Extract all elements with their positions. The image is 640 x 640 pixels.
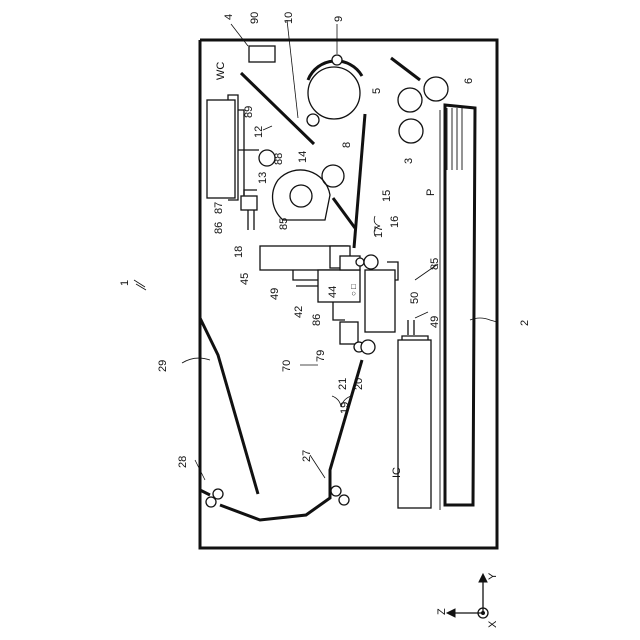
- label-50: 50: [409, 292, 421, 304]
- label-44: 44: [327, 286, 339, 298]
- roller-6: [424, 77, 448, 101]
- unit-79: [340, 322, 358, 344]
- roller-27b: [339, 495, 349, 505]
- pipe-49b: [408, 320, 414, 335]
- leader-49b: [415, 312, 428, 318]
- label-1: 1: [119, 280, 131, 286]
- label-3: 3: [403, 158, 415, 164]
- axis-x-dot: [482, 612, 485, 615]
- label-X: X: [487, 620, 499, 628]
- label-49a: 49: [269, 288, 281, 300]
- label-85b: 85: [429, 258, 441, 270]
- ink-container: [398, 340, 431, 508]
- roller-20: [361, 340, 375, 354]
- roller-3: [399, 119, 423, 143]
- pump-87: [241, 196, 257, 210]
- label-15: 15: [381, 190, 393, 202]
- leader-29: [182, 358, 210, 363]
- sensor-box-90: [249, 46, 275, 62]
- roller-28b: [213, 489, 223, 499]
- center-wall: [354, 114, 365, 248]
- label-Y: Y: [487, 572, 499, 580]
- pipe-45: [293, 270, 318, 280]
- waste-pipe-89: [238, 110, 244, 195]
- label-9: 9: [333, 16, 345, 22]
- label-90: 90: [249, 12, 261, 24]
- label-86b: 86: [311, 314, 323, 326]
- label-20: 20: [353, 378, 365, 390]
- roller-28a: [206, 497, 216, 507]
- labels: 4 90 10 9 WC 5 6 89 12 88 14 8 3 13 87 8…: [119, 12, 531, 628]
- label-IC: IC: [391, 467, 403, 478]
- pipe-42: [333, 302, 345, 320]
- label-17: 17: [373, 226, 385, 238]
- label-29: 29: [157, 360, 169, 372]
- label-10: 10: [283, 12, 295, 24]
- label-Z: Z: [436, 608, 448, 615]
- label-14: 14: [297, 151, 309, 163]
- guide-15: [333, 198, 355, 228]
- roller-16: [364, 255, 378, 269]
- label-WC: WC: [215, 62, 227, 80]
- label-5: 5: [371, 88, 383, 94]
- photoreceptor-drum: [308, 67, 360, 119]
- paper-tray: [445, 105, 475, 505]
- label-49b: 49: [429, 316, 441, 328]
- leader-4: [231, 24, 248, 46]
- label-21: 21: [337, 378, 349, 390]
- axis-z-arrow: [447, 609, 455, 617]
- label-4: 4: [223, 14, 235, 20]
- roller-27a: [331, 486, 341, 496]
- label-42: 42: [293, 306, 305, 318]
- label-28: 28: [177, 456, 189, 468]
- label-13: 13: [257, 172, 269, 184]
- label-18: 18: [233, 246, 245, 258]
- label-2: 2: [519, 320, 531, 326]
- label-85a: 85: [278, 218, 290, 230]
- label-unit-44-small: ○ □: [349, 284, 358, 296]
- label-79: 79: [315, 350, 327, 362]
- unit-50: [365, 270, 395, 332]
- feed-guide: [391, 58, 420, 80]
- label-45: 45: [239, 273, 251, 285]
- cleaning-unit-13: [273, 170, 330, 220]
- roller-17: [356, 258, 364, 266]
- label-87: 87: [213, 202, 225, 214]
- label-70: 70: [281, 360, 293, 372]
- axis-y-arrow: [479, 574, 487, 582]
- cleaning-roller: [290, 185, 312, 207]
- label-8: 8: [341, 142, 353, 148]
- leader-10: [287, 20, 298, 118]
- label-6: 6: [463, 78, 475, 84]
- label-88: 88: [273, 153, 285, 165]
- label-27: 27: [301, 450, 313, 462]
- label-86a: 86: [213, 222, 225, 234]
- label-12: 12: [253, 126, 265, 138]
- label-16: 16: [389, 216, 401, 228]
- label-19: 19: [339, 402, 351, 414]
- roller-9: [332, 55, 342, 65]
- roller-5: [398, 88, 422, 112]
- roller-10: [307, 114, 319, 126]
- label-P: P: [425, 189, 437, 196]
- waste-container: [207, 100, 235, 198]
- label-89: 89: [243, 106, 255, 118]
